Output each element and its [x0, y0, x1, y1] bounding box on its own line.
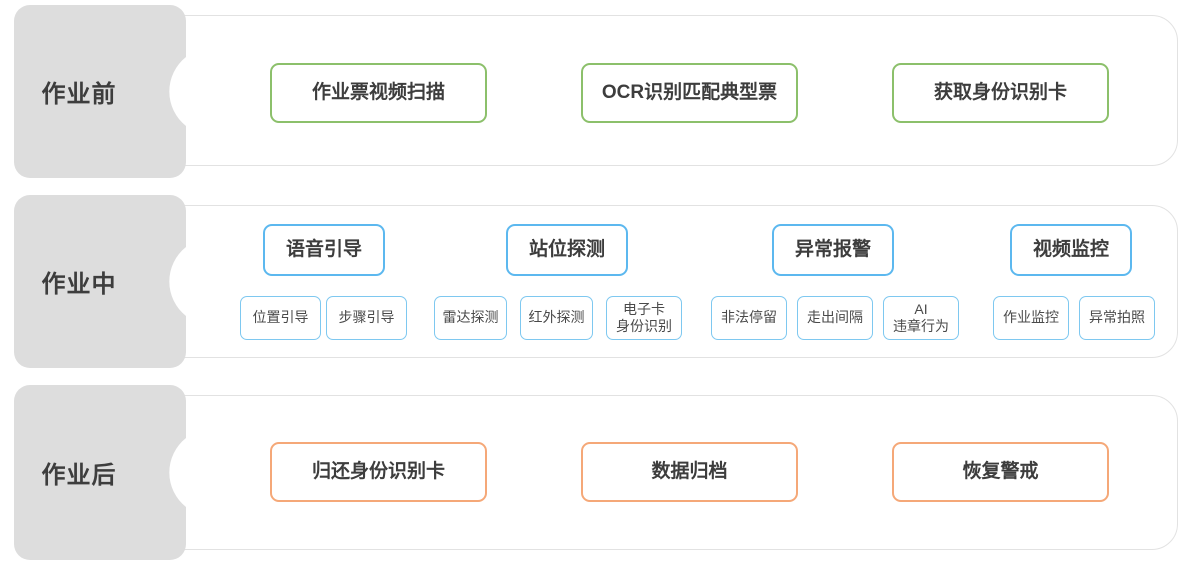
- process-box-after-2[interactable]: 数据归档: [581, 442, 798, 502]
- stage-row-before: 作业前 作业票视频扫描 OCR识别匹配典型票 获取身份识别卡: [0, 0, 1200, 186]
- sub-box-label: 异常拍照: [1089, 309, 1145, 326]
- sub-box-radar-detection[interactable]: 雷达探测: [434, 296, 507, 340]
- sub-box-infrared-detection[interactable]: 红外探测: [520, 296, 593, 340]
- sub-box-leave-interval[interactable]: 走出间隔: [797, 296, 873, 340]
- process-box-label: 数据归档: [651, 460, 728, 482]
- stage-label-before: 作业前: [14, 5, 186, 178]
- stage-label-during: 作业中: [14, 195, 186, 368]
- stage-label-text: 作业前: [41, 81, 117, 108]
- sub-box-label-line1: 电子卡: [623, 300, 665, 317]
- sub-box-work-monitoring[interactable]: 作业监控: [993, 296, 1069, 340]
- group-head-video-monitoring[interactable]: 视频监控: [1010, 224, 1132, 276]
- sub-box-illegal-stay[interactable]: 非法停留: [711, 296, 787, 340]
- sub-box-label: 走出间隔: [807, 309, 863, 326]
- plaque-shape-icon: [14, 385, 186, 560]
- group-head-label: 异常报警: [794, 238, 871, 260]
- sub-box-step-guidance[interactable]: 步骤引导: [326, 296, 407, 340]
- sub-box-label: 红外探测: [528, 309, 585, 326]
- group-head-position-detection[interactable]: 站位探测: [506, 224, 628, 276]
- sub-box-ai-violation[interactable]: AI 违章行为: [883, 296, 959, 340]
- process-box-label: 获取身份识别卡: [933, 81, 1067, 103]
- sub-box-position-guidance[interactable]: 位置引导: [240, 296, 321, 340]
- group-head-label: 语音引导: [285, 238, 362, 260]
- sub-box-label: 非法停留: [721, 309, 777, 326]
- process-box-label: OCR识别匹配典型票: [601, 81, 778, 103]
- process-box-label: 恢复警戒: [962, 460, 1039, 482]
- stage-label-text: 作业中: [41, 271, 117, 298]
- plaque-shape-icon: [14, 195, 186, 368]
- sub-box-label: 作业监控: [1003, 309, 1059, 326]
- sub-box-label: AI 违章行为: [893, 301, 949, 336]
- group-head-label: 视频监控: [1032, 238, 1109, 260]
- sub-box-label: 位置引导: [252, 309, 309, 326]
- sub-box-abnormal-photo[interactable]: 异常拍照: [1079, 296, 1155, 340]
- process-box-after-1[interactable]: 归还身份识别卡: [270, 442, 487, 502]
- sub-box-label: 电子卡 身份识别: [616, 301, 672, 336]
- stage-row-during: 作业中 语音引导 位置引导 步骤引导 站位探测 雷达探测 红外探测 电子卡 身份…: [0, 190, 1200, 372]
- sub-box-label-line2: 违章行为: [893, 318, 949, 334]
- process-box-before-3[interactable]: 获取身份识别卡: [892, 63, 1109, 123]
- process-box-before-1[interactable]: 作业票视频扫描: [270, 63, 487, 123]
- process-box-label: 归还身份识别卡: [311, 460, 445, 482]
- sub-box-label-line2: 身份识别: [616, 318, 672, 334]
- sub-box-label: 雷达探测: [442, 309, 499, 326]
- group-head-abnormal-alarm[interactable]: 异常报警: [772, 224, 894, 276]
- stage-label-after: 作业后: [14, 385, 186, 560]
- group-head-voice-guidance[interactable]: 语音引导: [263, 224, 385, 276]
- process-box-label: 作业票视频扫描: [311, 81, 445, 103]
- process-box-after-3[interactable]: 恢复警戒: [892, 442, 1109, 502]
- stage-label-text: 作业后: [41, 462, 117, 489]
- group-head-label: 站位探测: [528, 238, 605, 260]
- plaque-shape-icon: [14, 5, 186, 178]
- process-box-before-2[interactable]: OCR识别匹配典型票: [581, 63, 798, 123]
- stage-row-after: 作业后 归还身份识别卡 数据归档 恢复警戒: [0, 378, 1200, 572]
- sub-box-label: 步骤引导: [338, 309, 395, 326]
- sub-box-label-line1: AI: [914, 300, 928, 317]
- sub-box-ecard-identity[interactable]: 电子卡 身份识别: [606, 296, 682, 340]
